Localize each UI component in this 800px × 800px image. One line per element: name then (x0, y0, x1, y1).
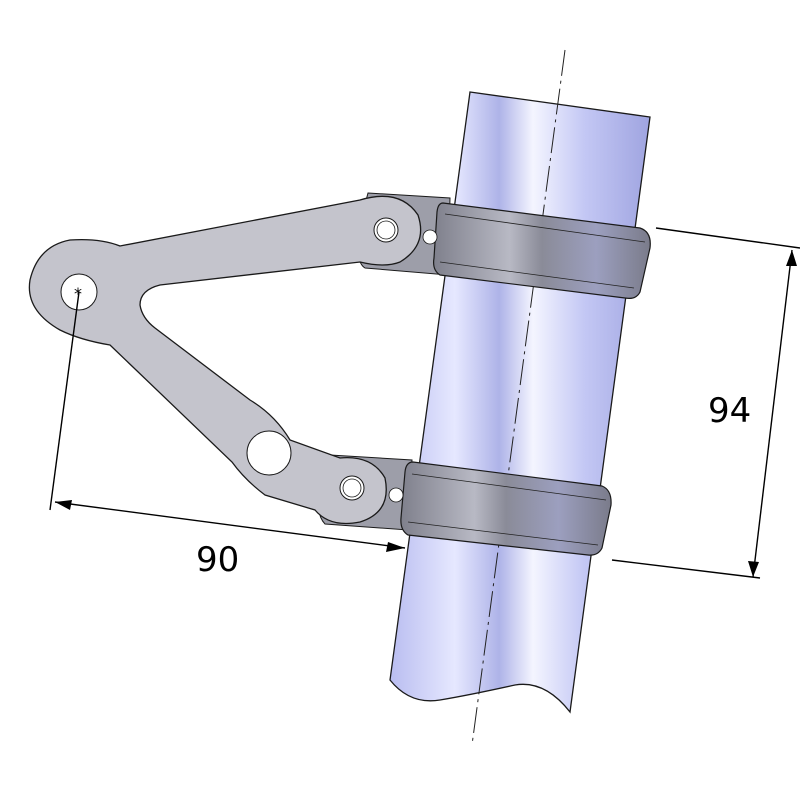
bracket-plate: * (28, 195, 422, 525)
svg-text:*: * (74, 284, 82, 303)
lightening-hole (246, 430, 292, 476)
dimension-94 (611, 227, 800, 579)
dimension-label-width: 90 (196, 540, 240, 580)
fork-tube (389, 91, 651, 714)
lower-bolt-hole (339, 475, 365, 501)
dimension-90 (49, 291, 406, 552)
upper-bolt-hole (373, 217, 399, 243)
dimension-label-height: 94 (708, 391, 752, 431)
